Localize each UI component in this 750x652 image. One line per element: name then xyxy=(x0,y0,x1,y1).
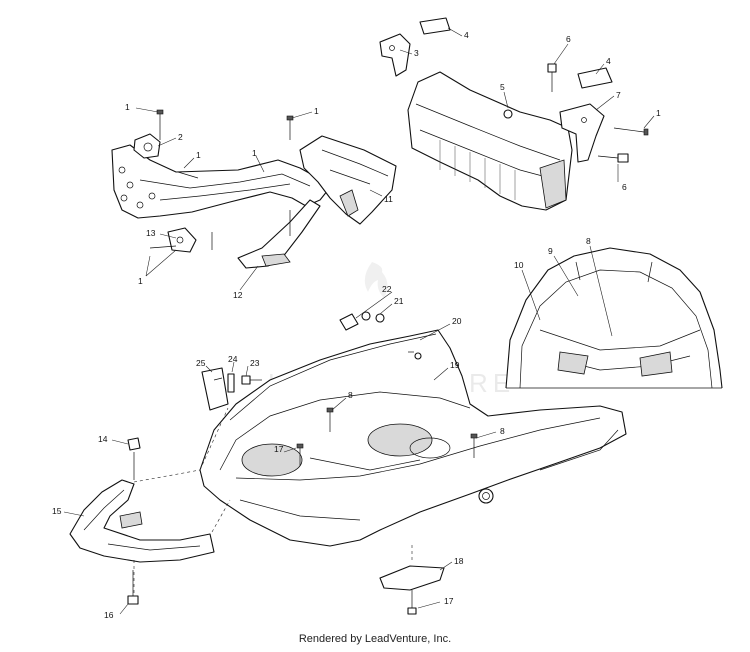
callout-1-e: 1 xyxy=(656,108,661,118)
callout-2: 2 xyxy=(178,132,183,142)
tub-inset-view xyxy=(505,247,723,389)
render-credit: Rendered by LeadVenture, Inc. xyxy=(298,633,452,645)
callout-23: 23 xyxy=(250,358,260,368)
callout-17-b: 17 xyxy=(444,596,454,606)
callout-1-f: 1 xyxy=(138,276,143,286)
callout-22: 22 xyxy=(382,284,392,294)
main-hull xyxy=(199,329,627,547)
callout-6-a: 6 xyxy=(566,34,571,44)
hull-pad xyxy=(379,565,445,615)
callout-21: 21 xyxy=(394,296,404,306)
callout-16: 16 xyxy=(104,610,114,620)
callout-25: 25 xyxy=(196,358,206,368)
callout-1-a: 1 xyxy=(125,102,130,112)
callout-4-b: 4 xyxy=(606,56,611,66)
callout-6-b: 6 xyxy=(622,182,627,192)
callout-18: 18 xyxy=(454,556,464,566)
callout-3: 3 xyxy=(414,48,419,58)
callout-17-a: 17 xyxy=(274,444,284,454)
upper-chassis-frame xyxy=(379,17,649,211)
callout-7: 7 xyxy=(616,90,621,100)
callout-4-a: 4 xyxy=(464,30,469,40)
callout-8-b: 8 xyxy=(348,390,353,400)
callouts: 1 2 1 1 1 3 4 5 6 4 7 1 6 11 13 1 12 10 … xyxy=(52,30,661,620)
bulkhead-part xyxy=(299,135,397,225)
callout-9: 9 xyxy=(548,246,553,256)
callout-1-c: 1 xyxy=(252,148,257,158)
callout-19: 19 xyxy=(450,360,460,370)
callout-1-b: 1 xyxy=(196,150,201,160)
callout-15: 15 xyxy=(52,506,62,516)
callout-20: 20 xyxy=(452,316,462,326)
callout-10: 10 xyxy=(514,260,524,270)
callout-5: 5 xyxy=(500,82,505,92)
callout-14: 14 xyxy=(98,434,108,444)
leader-lines xyxy=(63,27,655,615)
small-hardware xyxy=(201,311,422,411)
front-frame-assembly xyxy=(111,109,329,269)
callout-8-a: 8 xyxy=(586,236,591,246)
bumper-assembly xyxy=(69,437,215,605)
callout-8-c: 8 xyxy=(500,426,505,436)
callout-13: 13 xyxy=(146,228,156,238)
callout-24: 24 xyxy=(228,354,238,364)
callout-11: 11 xyxy=(384,194,393,204)
callout-12: 12 xyxy=(233,290,243,300)
callout-1-d: 1 xyxy=(314,106,319,116)
